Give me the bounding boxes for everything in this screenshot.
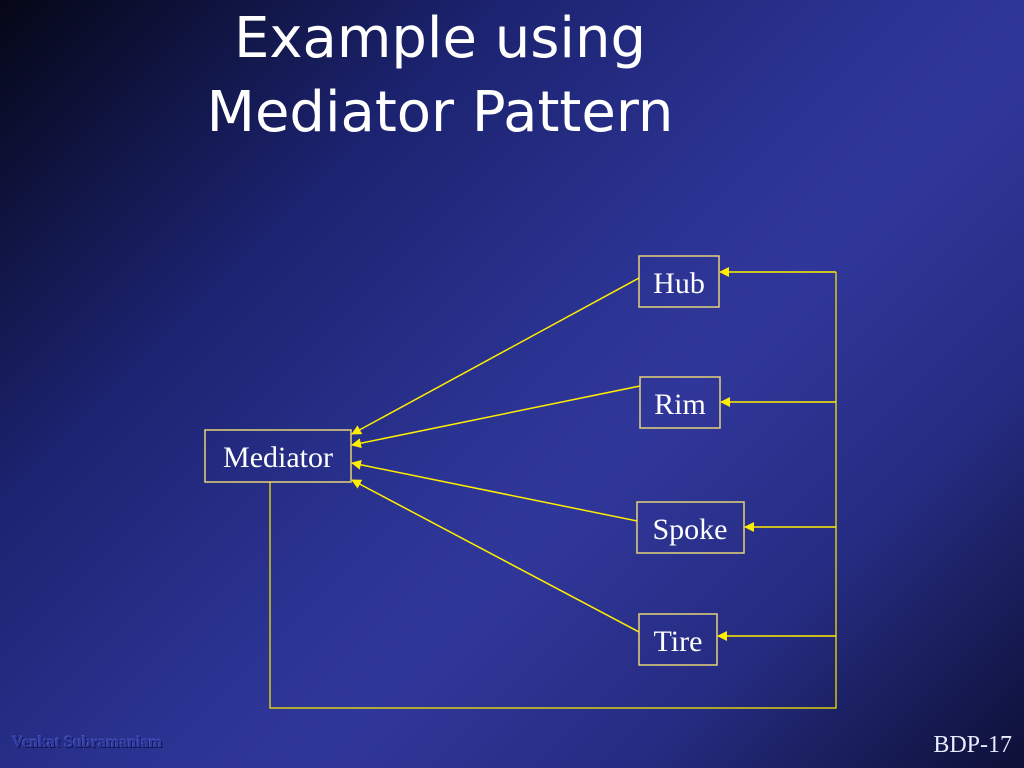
- slide-title-line-2: Mediator Pattern: [206, 80, 674, 145]
- arrow-spoke-to-mediator: [351, 459, 638, 522]
- mediator-label: Mediator: [223, 441, 333, 474]
- arrow-tire-to-mediator: [351, 479, 640, 633]
- arrow-rim-to-mediator: [351, 385, 641, 449]
- arrow-hub-to-mediator: [351, 277, 640, 435]
- mediator-box: [204, 429, 352, 483]
- hub-label: Hub: [653, 267, 705, 300]
- author-footer: Venkat Subramaniam: [12, 734, 163, 751]
- slide-title: Example using Mediator Pattern: [0, 2, 880, 150]
- spoke-label: Spoke: [653, 513, 728, 546]
- rim-label: Rim: [654, 388, 706, 421]
- tire-label: Tire: [654, 625, 703, 658]
- mediator-return-path: [269, 272, 837, 709]
- slide-number: BDP-17: [933, 732, 1012, 758]
- hub-box: [638, 255, 720, 308]
- slide-title-line-1: Example using: [233, 6, 646, 71]
